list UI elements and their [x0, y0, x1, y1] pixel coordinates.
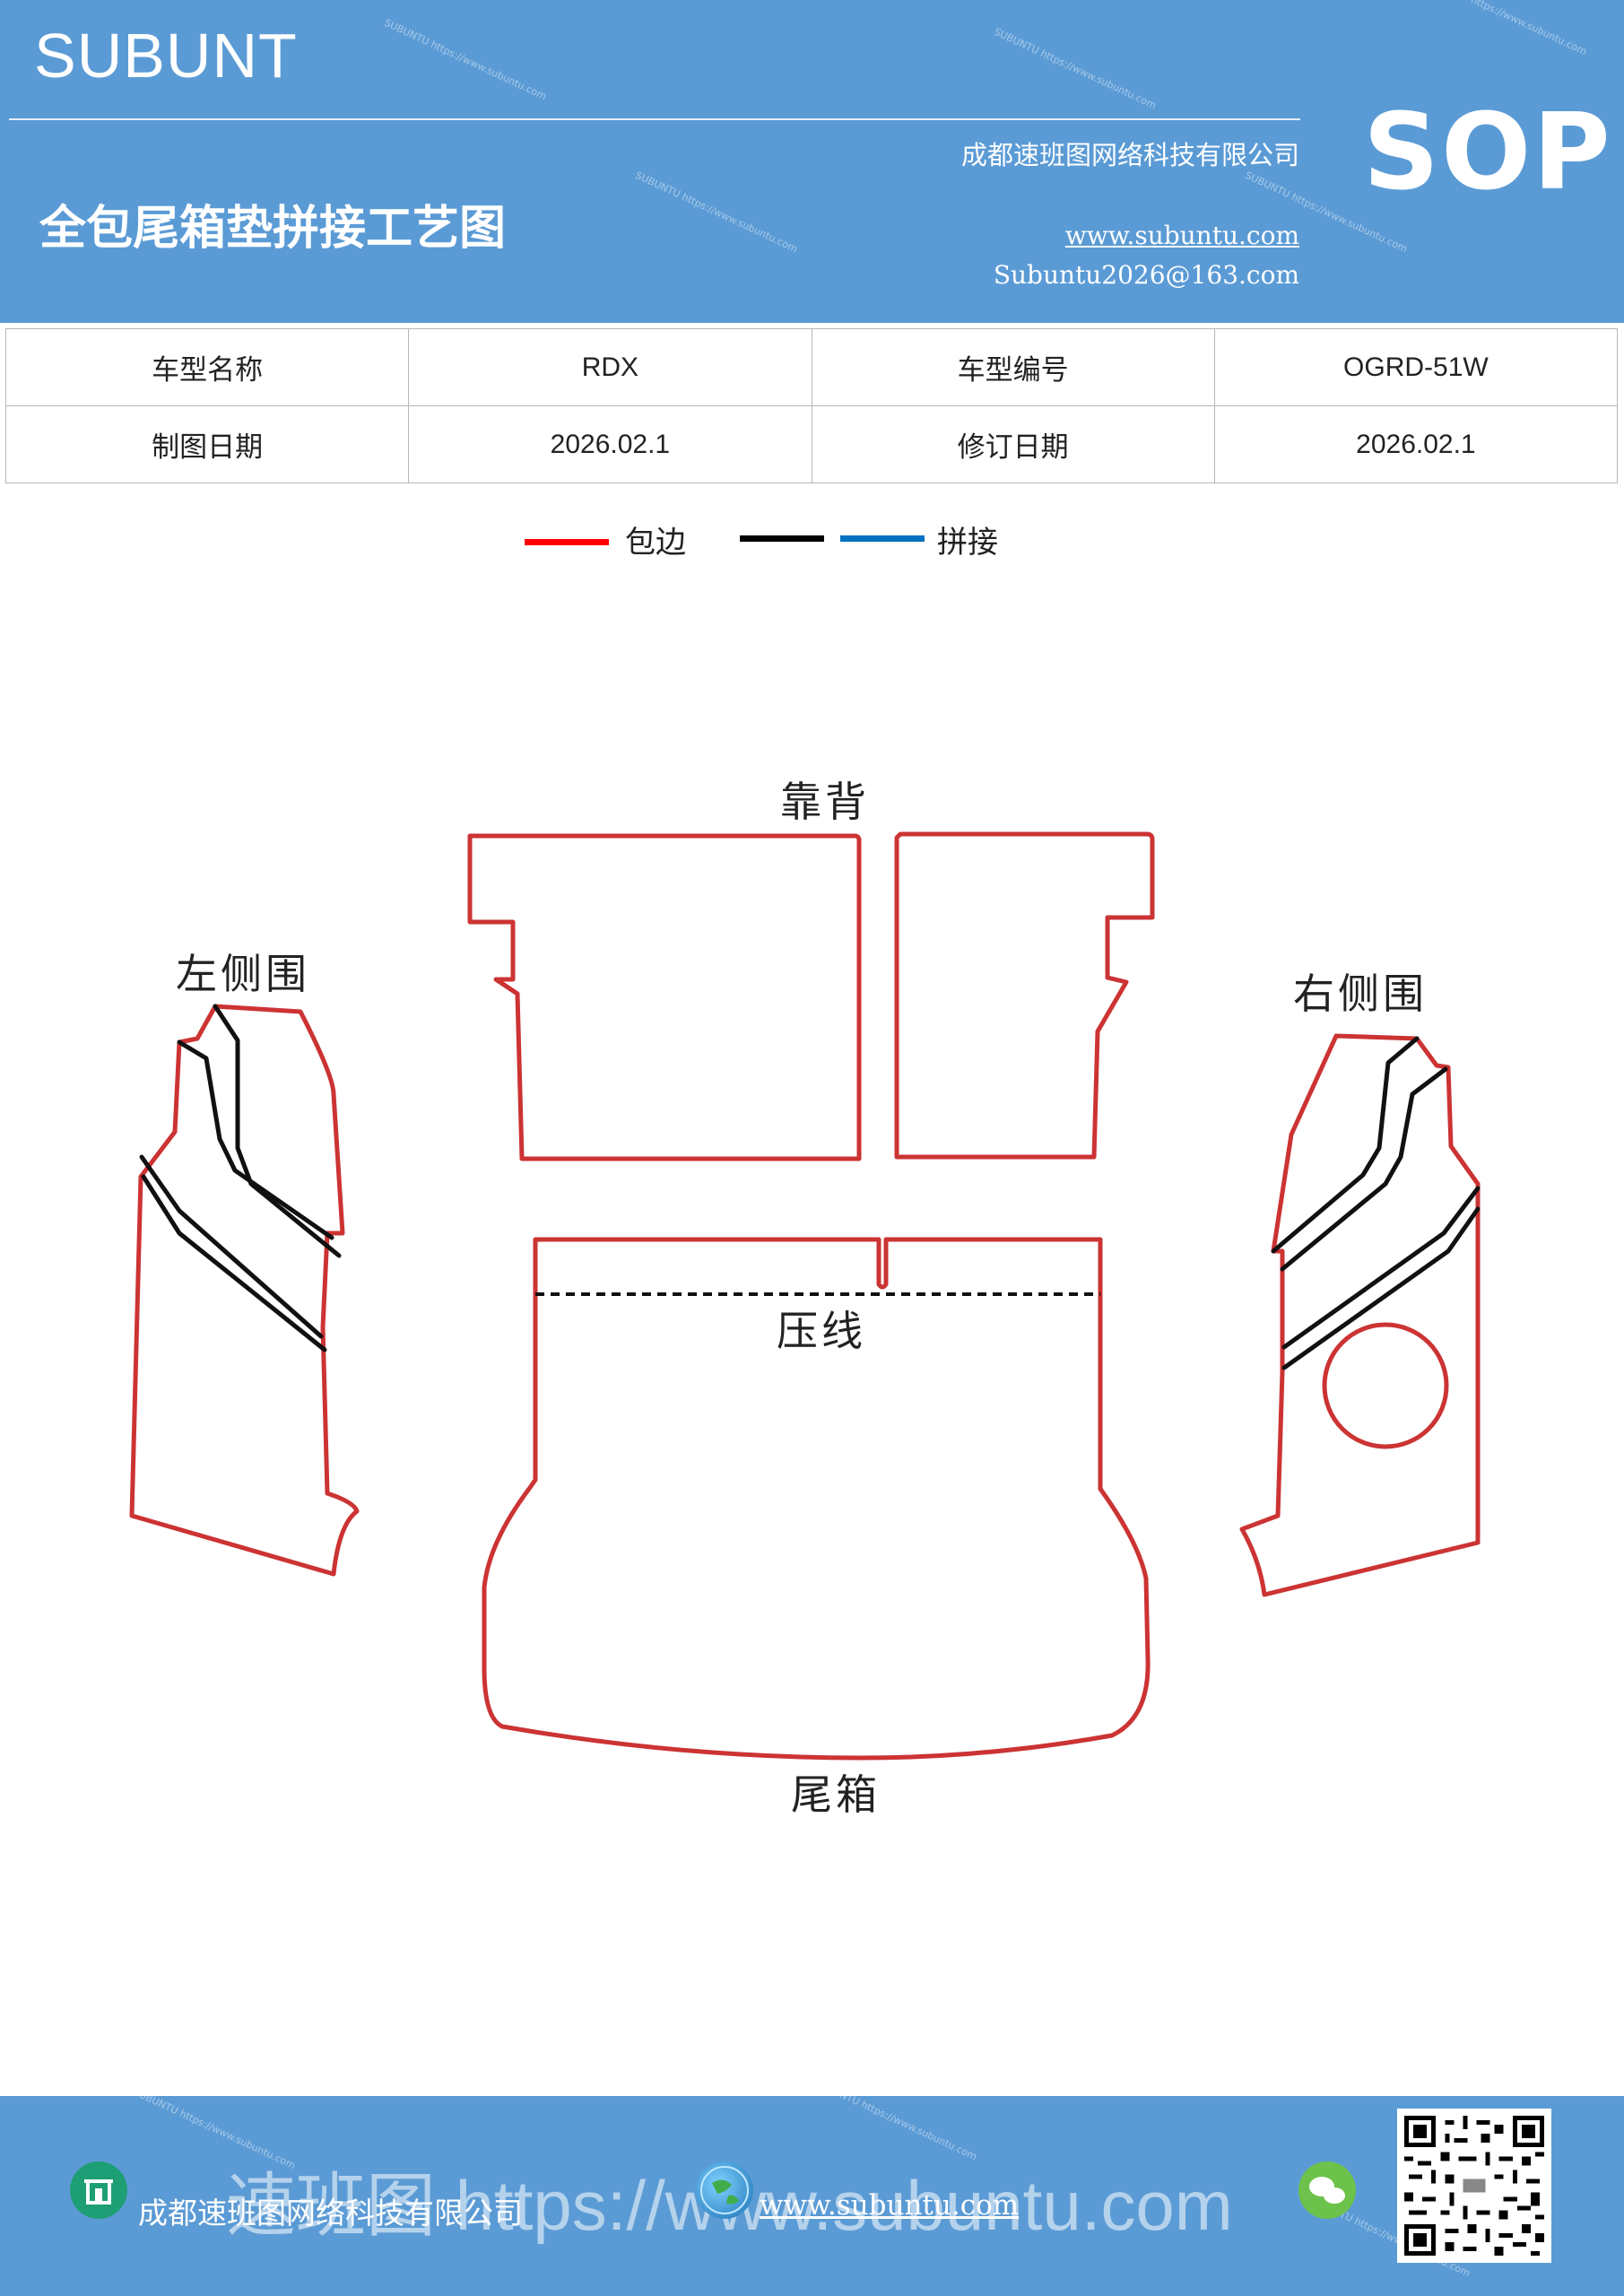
- building-icon: [70, 2161, 127, 2219]
- sop-badge: SOP: [1363, 90, 1612, 213]
- left-side-panel: [129, 1004, 360, 1577]
- drawing-date-value: 2026.02.1: [408, 405, 812, 483]
- footer-company-name: 成都速班图网络科技有限公司: [138, 2196, 523, 2231]
- backrest-left-panel: [467, 833, 862, 1161]
- table-row: 车型名称 RDX 车型编号 OGRD-51W: [4, 328, 1619, 406]
- legend-label-edge: 包边: [625, 525, 686, 561]
- footer-website-link[interactable]: www.subuntu.com: [760, 2189, 1020, 2222]
- document-title: 全包尾箱垫拼接工艺图: [39, 202, 507, 256]
- right-seam-top: [1271, 1036, 1420, 1254]
- trunk-label: 尾箱: [791, 1770, 881, 1819]
- qr-code: [1397, 2109, 1551, 2263]
- website-link[interactable]: www.subuntu.com: [1064, 221, 1299, 250]
- model-name-label: 车型名称: [4, 328, 410, 406]
- email-address: Subuntu2026@163.com: [993, 260, 1299, 290]
- brand-logo-text: SUBUNT: [34, 21, 298, 91]
- legend-swatch-black: [740, 535, 824, 542]
- legend: 包边 拼接: [0, 525, 1624, 570]
- left-side-label: 左侧围: [176, 950, 310, 998]
- trunk-floor-panel: [482, 1237, 1151, 1761]
- right-seam-upper: [1280, 1066, 1448, 1272]
- backrest-label: 靠背: [780, 778, 870, 826]
- model-name-value: RDX: [408, 328, 812, 406]
- drawing-date-label: 制图日期: [4, 405, 410, 483]
- footer-banner: SUBUNTU https://www.subuntu.com SUBUNTU …: [0, 2096, 1624, 2296]
- speaker-cutout: [1322, 1322, 1449, 1449]
- header-banner: SUBUNTU https://www.subuntu.com SUBUNTU …: [0, 0, 1624, 323]
- globe-icon: [696, 2161, 753, 2219]
- table-row: 制图日期 2026.02.1 修订日期 2026.02.1: [4, 405, 1619, 483]
- company-name: 成都速班图网络科技有限公司: [960, 140, 1299, 170]
- left-seam-lower: [139, 1154, 324, 1339]
- backrest-right-panel: [894, 831, 1155, 1160]
- model-code-label: 车型编号: [811, 328, 1215, 406]
- wechat-icon: [1298, 2161, 1356, 2219]
- revision-date-value: 2026.02.1: [1213, 405, 1619, 483]
- right-seam-lower: [1281, 1186, 1481, 1350]
- left-seam-upper: [177, 1039, 334, 1240]
- model-code-value: OGRD-51W: [1213, 328, 1619, 406]
- right-seam-bottom: [1281, 1206, 1481, 1370]
- legend-swatch-seam: [840, 535, 925, 542]
- vehicle-info-table: 车型名称 RDX 车型编号 OGRD-51W 制图日期 2026.02.1 修订…: [4, 328, 1619, 483]
- legend-label-seam: 拼接: [937, 525, 998, 561]
- header-divider: [9, 118, 1300, 120]
- right-side-panel: [1239, 1033, 1481, 1597]
- press-line-label: 压线: [777, 1307, 866, 1355]
- left-seam-top: [213, 1004, 342, 1258]
- left-seam-bottom: [141, 1174, 327, 1352]
- revision-date-label: 修订日期: [811, 405, 1215, 483]
- right-side-label: 右侧围: [1293, 970, 1428, 1018]
- legend-swatch-edge: [525, 539, 609, 545]
